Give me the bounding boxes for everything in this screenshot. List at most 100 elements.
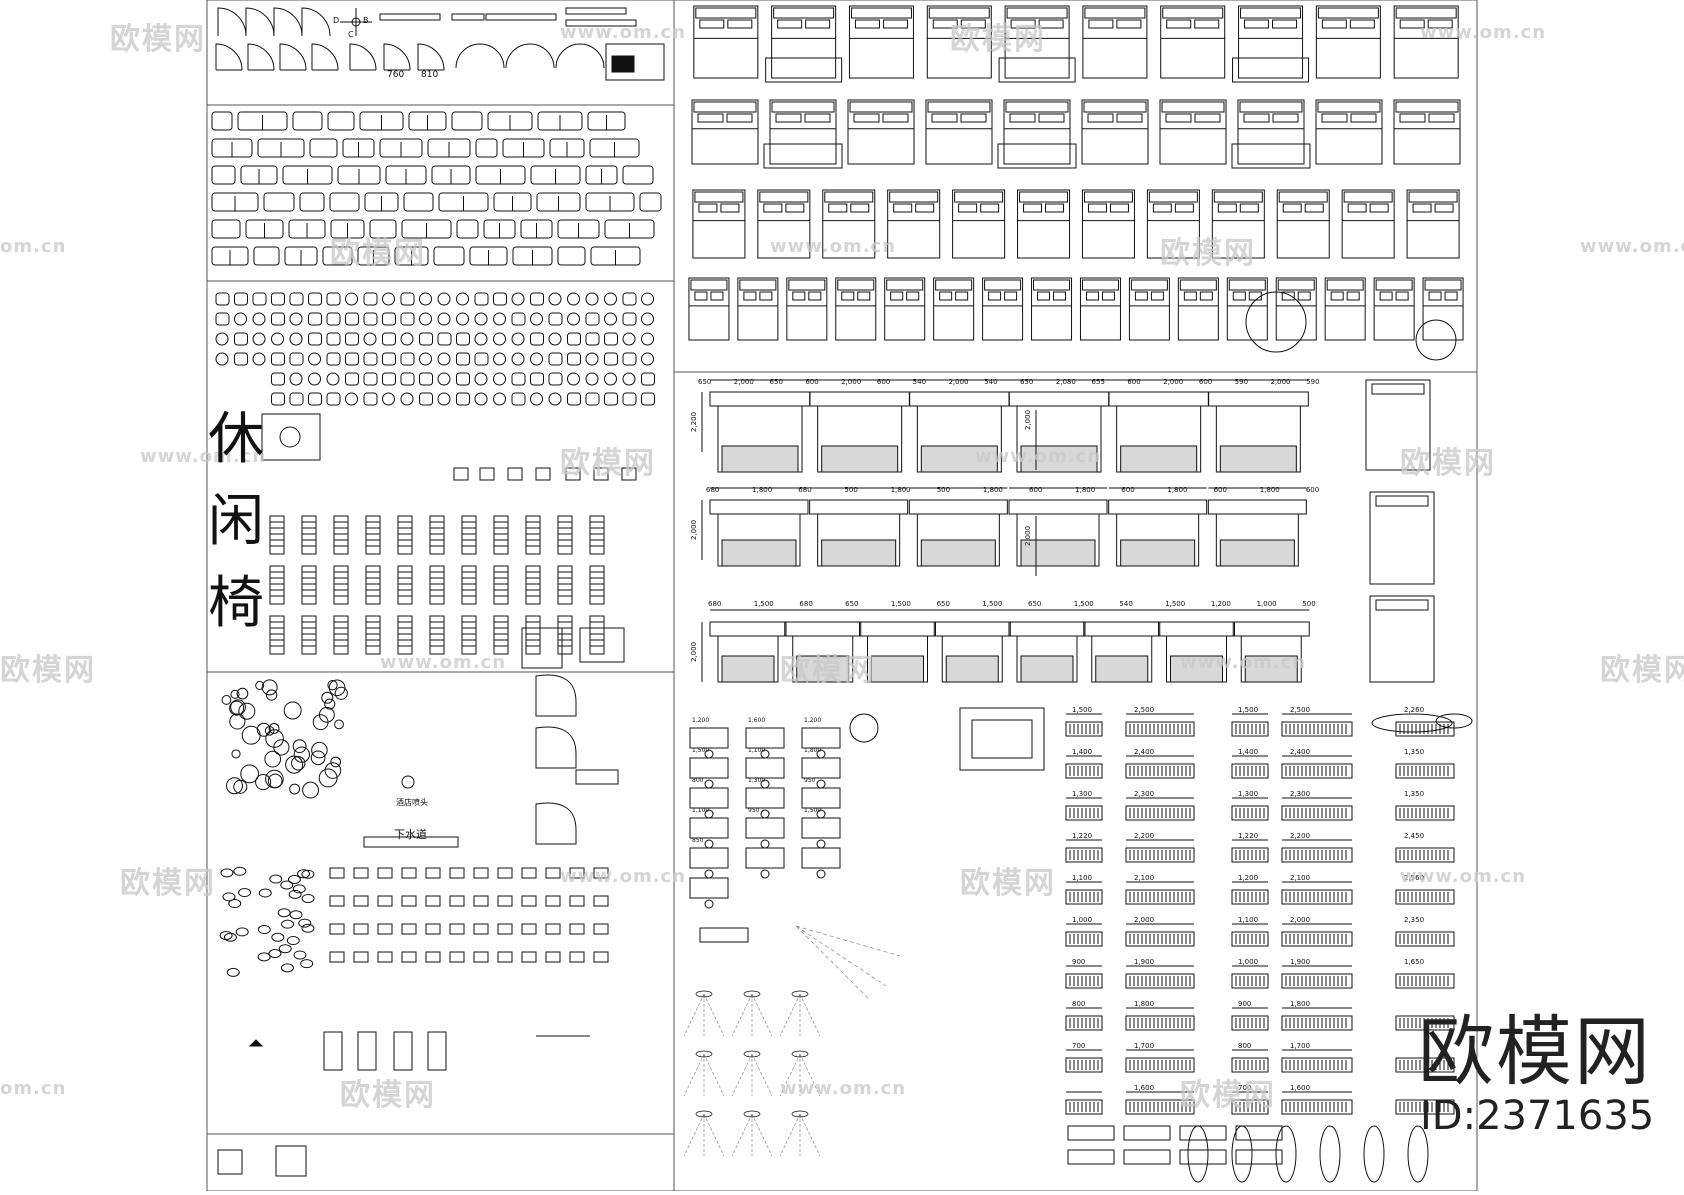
double-door-icon	[505, 43, 555, 69]
desk-chair-icon	[704, 779, 714, 789]
dimension-text: 1,350	[1404, 748, 1424, 756]
bed-plan-blocks	[688, 5, 1464, 361]
armchair-block	[271, 372, 285, 386]
dimension-text: 1,350	[1404, 790, 1424, 798]
dimension-text: 2,300	[1134, 790, 1154, 798]
plant-symbol-icon	[230, 689, 240, 699]
sofa-block	[475, 138, 498, 158]
bed-pillow-block	[763, 203, 783, 213]
bed-pillow-block	[710, 291, 724, 301]
person-symbol-icon	[278, 944, 292, 954]
dimension-text: 2,000	[1163, 378, 1183, 386]
appliance-block	[377, 895, 393, 907]
dimension-text: 2,560	[1404, 874, 1424, 882]
bed-block	[1324, 277, 1366, 341]
round-chair-block	[641, 312, 654, 326]
compass-label-c: C	[348, 30, 354, 39]
lounger-block	[557, 565, 573, 605]
bed-rug-hatch	[1120, 539, 1196, 567]
dimension-text: 500	[1302, 600, 1315, 608]
round-chair-block	[400, 332, 414, 346]
lounger-block	[429, 565, 445, 605]
armchair-block	[622, 392, 637, 406]
downlight-icon	[743, 1050, 761, 1058]
armchair-block	[604, 392, 618, 406]
bed-pillow-block	[857, 291, 871, 301]
dimension-text: 1,700	[1134, 1042, 1154, 1050]
appliance-block	[329, 895, 345, 907]
downlight-icon	[695, 1050, 713, 1058]
bed-headboard-block	[1005, 101, 1069, 113]
appliance-block	[521, 895, 537, 907]
lounger-block	[365, 565, 381, 605]
door-blocks	[215, 7, 665, 81]
armchair-block	[419, 392, 433, 406]
desk-rug-block	[959, 707, 1045, 771]
dimension-text: 1,500	[1072, 706, 1092, 714]
armchair-block	[585, 392, 600, 406]
bed-pillow-block	[1088, 19, 1114, 29]
wardrobe-block	[1395, 763, 1455, 779]
bed-nightstand-row	[809, 391, 911, 407]
round-chair-block	[530, 312, 543, 326]
round-chair-block	[493, 372, 506, 386]
wardrobe-block	[1281, 1099, 1353, 1115]
dimension-text: 680	[706, 486, 719, 494]
bed-pillow-block	[697, 113, 724, 123]
armchair-block	[641, 392, 655, 406]
wardrobe-block	[1395, 889, 1455, 905]
door-elevation-block	[485, 13, 557, 21]
dimension-text: 1,000	[1072, 916, 1092, 924]
appliance-block	[569, 867, 585, 879]
armchair-block	[363, 372, 378, 386]
dimension-text: 2,200	[690, 412, 698, 432]
bed-headboard-block	[1033, 279, 1071, 291]
round-chair-block	[548, 332, 562, 346]
bed-pillow-block	[1045, 203, 1065, 213]
sofa-block	[329, 192, 360, 212]
bed-nightstand-row	[908, 391, 1010, 407]
wardrobe-block	[1281, 763, 1353, 779]
bed-headboard-block	[824, 191, 874, 203]
wardrobe-block	[1125, 763, 1195, 779]
dimension-text: 1,300	[1238, 790, 1258, 798]
bed-block	[1373, 277, 1415, 341]
section-label-char: 闲	[208, 489, 264, 554]
bed-headboard-block	[1326, 279, 1364, 291]
door-elevation-block	[451, 13, 485, 21]
desk-chair-icon	[760, 839, 770, 849]
armchair-block	[474, 352, 489, 366]
dimension-text: 2,000	[948, 378, 968, 386]
wardrobe-blocks	[1065, 713, 1473, 1183]
desk-chair-icon	[704, 869, 714, 879]
armchair-block	[604, 352, 618, 366]
bed-rug-hatch	[1120, 445, 1198, 473]
bed-headboard-block	[1228, 279, 1266, 291]
person-symbol-icon	[257, 925, 271, 935]
bed-pillow-block	[1009, 113, 1036, 123]
appliance-block	[473, 867, 489, 879]
round-chair-block	[567, 312, 580, 326]
dimension-text: 1,200	[692, 717, 709, 724]
compass-label-b: B	[363, 16, 369, 25]
sofa-block	[292, 111, 323, 131]
appliance-block	[473, 895, 489, 907]
table-set-block	[217, 1149, 243, 1175]
bed-pillow-block	[1116, 19, 1142, 29]
bed-headboard-block	[850, 7, 912, 19]
sofa-block	[211, 219, 241, 239]
armchair-block	[511, 312, 526, 326]
dining-table-block	[393, 1031, 413, 1071]
wardrobe-block	[1281, 931, 1353, 947]
bed-pillow-block	[882, 113, 909, 123]
oval-rack-icon	[1407, 1125, 1429, 1183]
bed-pillow-block	[1166, 19, 1192, 29]
plant-symbol-icon	[267, 773, 283, 789]
dimension-text: 2,400	[1134, 748, 1154, 756]
bed-pillow-block	[1434, 203, 1454, 213]
round-chair-block	[437, 312, 451, 326]
bed-pillow-block	[726, 113, 753, 123]
bed-pillow-block	[1004, 291, 1018, 301]
dimension-text: 2,260	[1404, 706, 1424, 714]
